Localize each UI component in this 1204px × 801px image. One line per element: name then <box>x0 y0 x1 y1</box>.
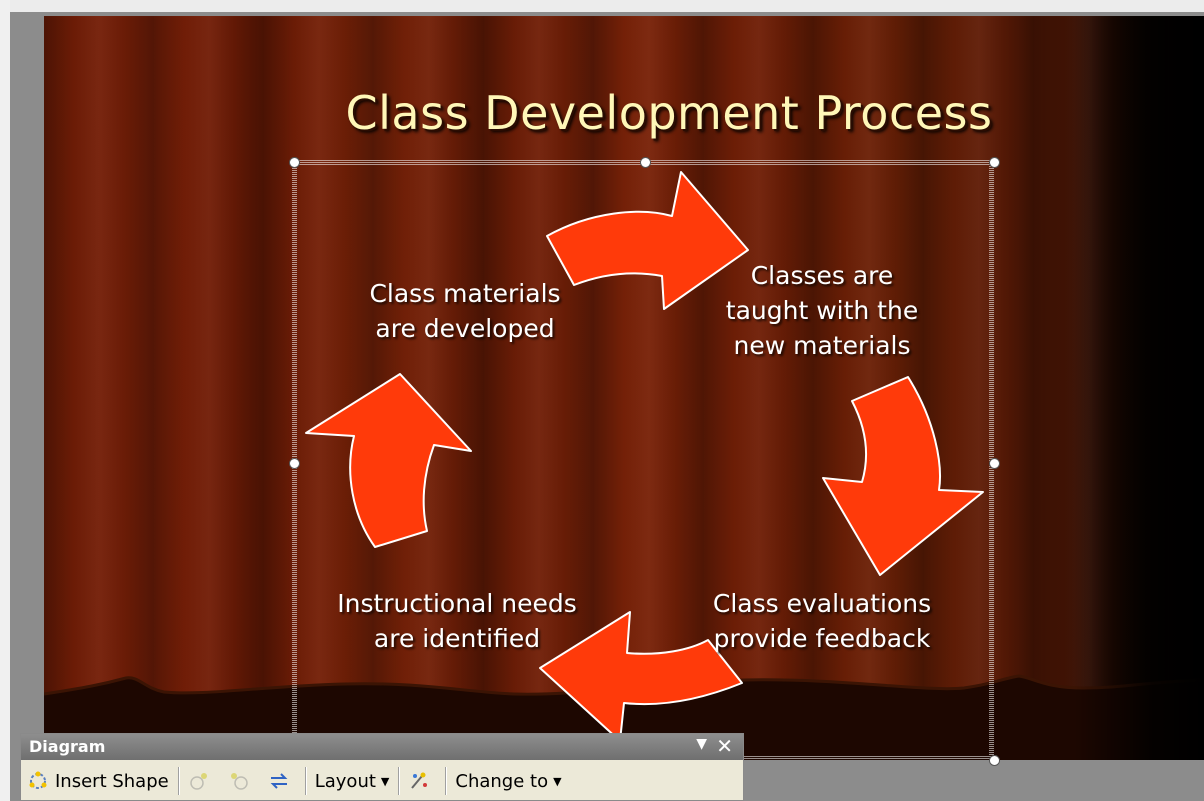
selection-handle-bottom-right[interactable] <box>989 755 1000 766</box>
selection-handle-middle-left[interactable] <box>289 458 300 469</box>
move-forward-icon <box>228 770 250 792</box>
toolbar-separator <box>177 767 179 795</box>
toolbar-options-arrow-icon[interactable]: ▼ <box>696 736 707 752</box>
autoformat-icon <box>408 770 430 792</box>
selection-handle-top-middle[interactable] <box>640 157 651 168</box>
layout-caret-icon: ▼ <box>380 774 390 788</box>
diagram-toolbar[interactable]: Diagram ▼ ✕ Insert Shape <box>20 733 744 801</box>
change-to-label: Change to <box>455 770 549 792</box>
move-backward-icon <box>188 770 210 792</box>
toolbar-title: Diagram <box>29 737 106 756</box>
cycle-arrow-right[interactable] <box>822 376 984 576</box>
cycle-step-3-text[interactable]: Class evaluations provide feedback <box>712 589 932 653</box>
toolbar-titlebar[interactable]: Diagram ▼ ✕ <box>21 734 743 760</box>
cycle-step-4-text[interactable]: Instructional needs are identified <box>337 589 577 653</box>
change-to-button[interactable]: Change to ▼ <box>449 766 567 796</box>
slide-title[interactable]: Class Development Process <box>345 86 993 140</box>
layout-label: Layout <box>314 770 376 792</box>
change-to-caret-icon: ▼ <box>553 774 562 788</box>
cycle-arrow-left[interactable] <box>305 373 472 548</box>
cycle-step-2-text[interactable]: Classes are taught with the new material… <box>725 261 919 360</box>
autoformat-button[interactable] <box>402 766 442 796</box>
workspace-top-edge <box>0 0 1204 12</box>
toolbar-separator <box>445 767 447 795</box>
insert-shape-button[interactable]: Insert Shape <box>21 766 175 796</box>
cycle-step-1-text[interactable]: Class materials are developed <box>369 279 561 343</box>
cycle-arrow-top[interactable] <box>546 171 749 310</box>
selection-handle-top-left[interactable] <box>289 157 300 168</box>
insert-shape-icon <box>27 770 49 792</box>
workspace-left-edge <box>0 0 10 801</box>
selection-handle-middle-right[interactable] <box>989 458 1000 469</box>
toolbar-separator <box>398 767 400 795</box>
reverse-diagram-button[interactable] <box>262 766 302 796</box>
toolbar-body: Insert Shape <box>21 761 743 801</box>
toolbar-close-icon[interactable]: ✕ <box>716 734 733 758</box>
reverse-diagram-icon <box>268 770 290 792</box>
toolbar-separator <box>304 767 306 795</box>
move-shape-backward-button[interactable] <box>182 766 222 796</box>
cycle-arrow-bottom[interactable] <box>539 611 743 742</box>
selection-handle-top-right[interactable] <box>989 157 1000 168</box>
slide-right-shadow <box>1074 16 1204 760</box>
layout-button[interactable]: Layout ▼ <box>309 766 396 796</box>
move-shape-forward-button[interactable] <box>222 766 262 796</box>
insert-shape-label: Insert Shape <box>55 770 169 792</box>
